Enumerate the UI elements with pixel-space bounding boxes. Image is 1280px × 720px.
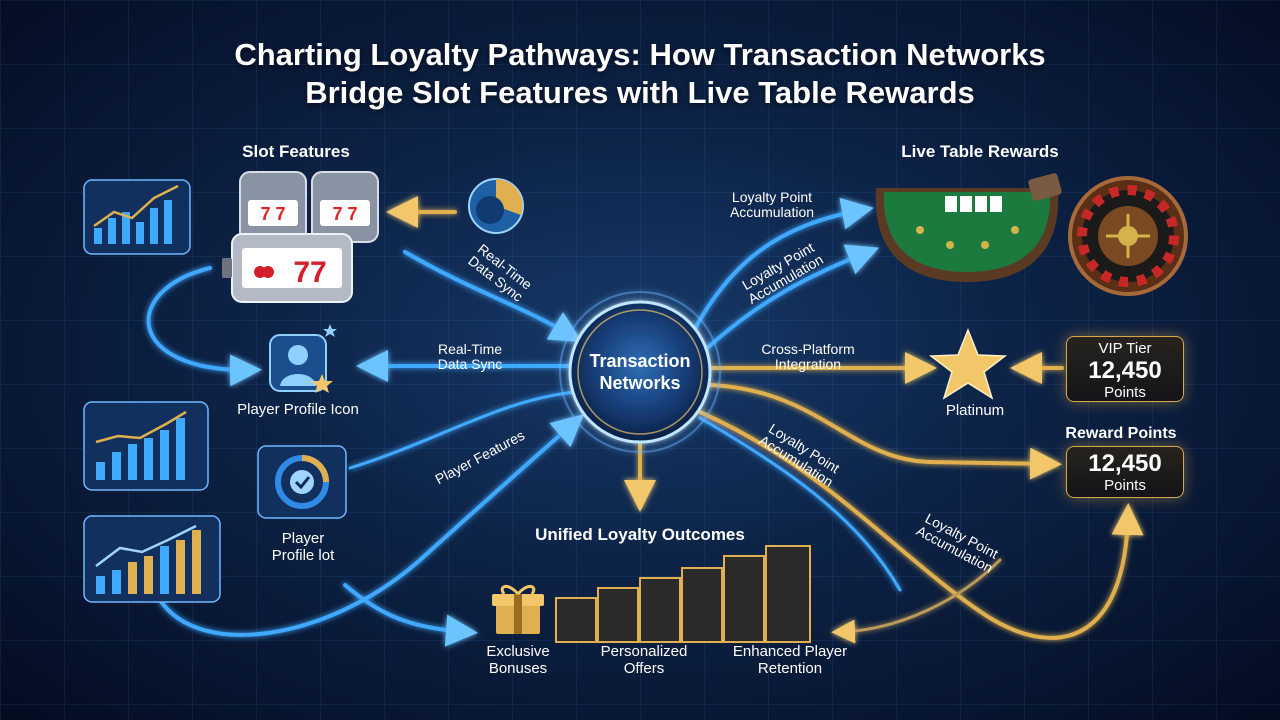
- flow-hub-to-reward: [708, 383, 1062, 480]
- outcome-line: Retention: [757, 660, 823, 677]
- hub-line-2: Networks: [599, 373, 681, 393]
- target-icon: [257, 445, 347, 519]
- svg-text:7 7: 7 7: [260, 204, 285, 224]
- flow-label-line: Data Sync: [437, 356, 503, 372]
- slot-machine-icon: 7 7 7 7 77: [222, 171, 379, 303]
- transaction-networks-hub[interactable]: [559, 291, 721, 453]
- flow-hub-to-table-top: [688, 197, 874, 340]
- outcome-line: Exclusive: [486, 643, 550, 660]
- svg-text:7 7: 7 7: [332, 204, 357, 224]
- flow-label-line: Real-Time: [437, 341, 503, 357]
- outcome-enhanced-retention: Enhanced Player Retention: [710, 643, 870, 677]
- hub-line-1: Transaction: [589, 351, 691, 371]
- outcome-line: Bonuses: [488, 660, 548, 677]
- flow-label-line: Cross-Platform: [761, 341, 855, 357]
- svg-text:77: 77: [293, 256, 326, 289]
- pie-chart-icon: [468, 178, 524, 234]
- user-star-icon: [269, 324, 337, 393]
- flow-label-cross-platform: Cross-Platform Integration: [748, 342, 868, 372]
- blackjack-table-icon: [875, 173, 1062, 282]
- star-icon: [928, 327, 1008, 400]
- flow-to-bonuses: [343, 583, 478, 647]
- player-profile-icon-label: Player Profile Icon: [237, 401, 359, 418]
- title-line-1: Charting Loyalty Pathways: How Transacti…: [234, 37, 1046, 72]
- outcome-exclusive-bonuses: Exclusive Bonuses: [458, 643, 578, 677]
- outcome-line: Enhanced Player: [732, 643, 848, 660]
- flow-slots-to-hub: [403, 250, 583, 343]
- section-slot-features: Slot Features: [242, 142, 350, 161]
- flow-label-line: Loyalty Point: [731, 189, 813, 205]
- reward-points-box[interactable]: 12,450 Points: [1066, 446, 1184, 498]
- player-profile-lot-label: Player Profile lot: [248, 530, 358, 564]
- player-profile-lot-line-2: Profile lot: [271, 547, 335, 564]
- vip-tier-value: 12,450: [1088, 357, 1162, 384]
- outcomes-staircase: [555, 545, 811, 643]
- roulette-wheel-icon: [1068, 176, 1188, 296]
- vip-tier-unit: Points: [1104, 384, 1146, 401]
- outcome-personalized-offers: Personalized Offers: [584, 643, 704, 677]
- flow-target-to-hub: [348, 390, 577, 470]
- player-profile-lot-line-1: Player: [281, 530, 325, 547]
- flow-label-loyalty-top: Loyalty Point Accumulation: [712, 190, 832, 220]
- flow-to-retention: [831, 558, 1002, 644]
- bar-chart-icon: [83, 179, 221, 603]
- vip-tier-box[interactable]: VIP Tier 12,450 Points: [1066, 336, 1184, 402]
- platinum-label: Platinum: [945, 402, 1005, 419]
- flow-label-realtime-sync-b: Real-Time Data Sync: [420, 342, 520, 372]
- gift-icon: [492, 585, 544, 634]
- hub-label[interactable]: Transaction Networks: [570, 350, 710, 394]
- flow-reward-loop: [698, 410, 1144, 640]
- flow-left-loop: [146, 266, 262, 387]
- flow-hub-to-table-mid: [703, 244, 880, 352]
- reward-points-unit: Points: [1104, 477, 1146, 494]
- flow-label-line: Accumulation: [729, 204, 815, 220]
- flow-label-line: Integration: [774, 356, 842, 372]
- vip-tier-label: VIP Tier: [1098, 340, 1152, 357]
- section-live-table-rewards: Live Table Rewards: [901, 142, 1059, 161]
- outcome-line: Personalized: [600, 643, 688, 660]
- reward-points-label: Reward Points: [1065, 425, 1177, 442]
- section-unified-outcomes: Unified Loyalty Outcomes: [535, 525, 745, 544]
- title-line-2: Bridge Slot Features with Live Table Rew…: [305, 75, 975, 110]
- page-title: Charting Loyalty Pathways: How Transacti…: [0, 36, 1280, 112]
- flow-hub-to-retention: [698, 416, 902, 592]
- flow-player-features: [158, 414, 585, 637]
- outcome-line: Offers: [623, 660, 665, 677]
- reward-points-value: 12,450: [1088, 450, 1162, 477]
